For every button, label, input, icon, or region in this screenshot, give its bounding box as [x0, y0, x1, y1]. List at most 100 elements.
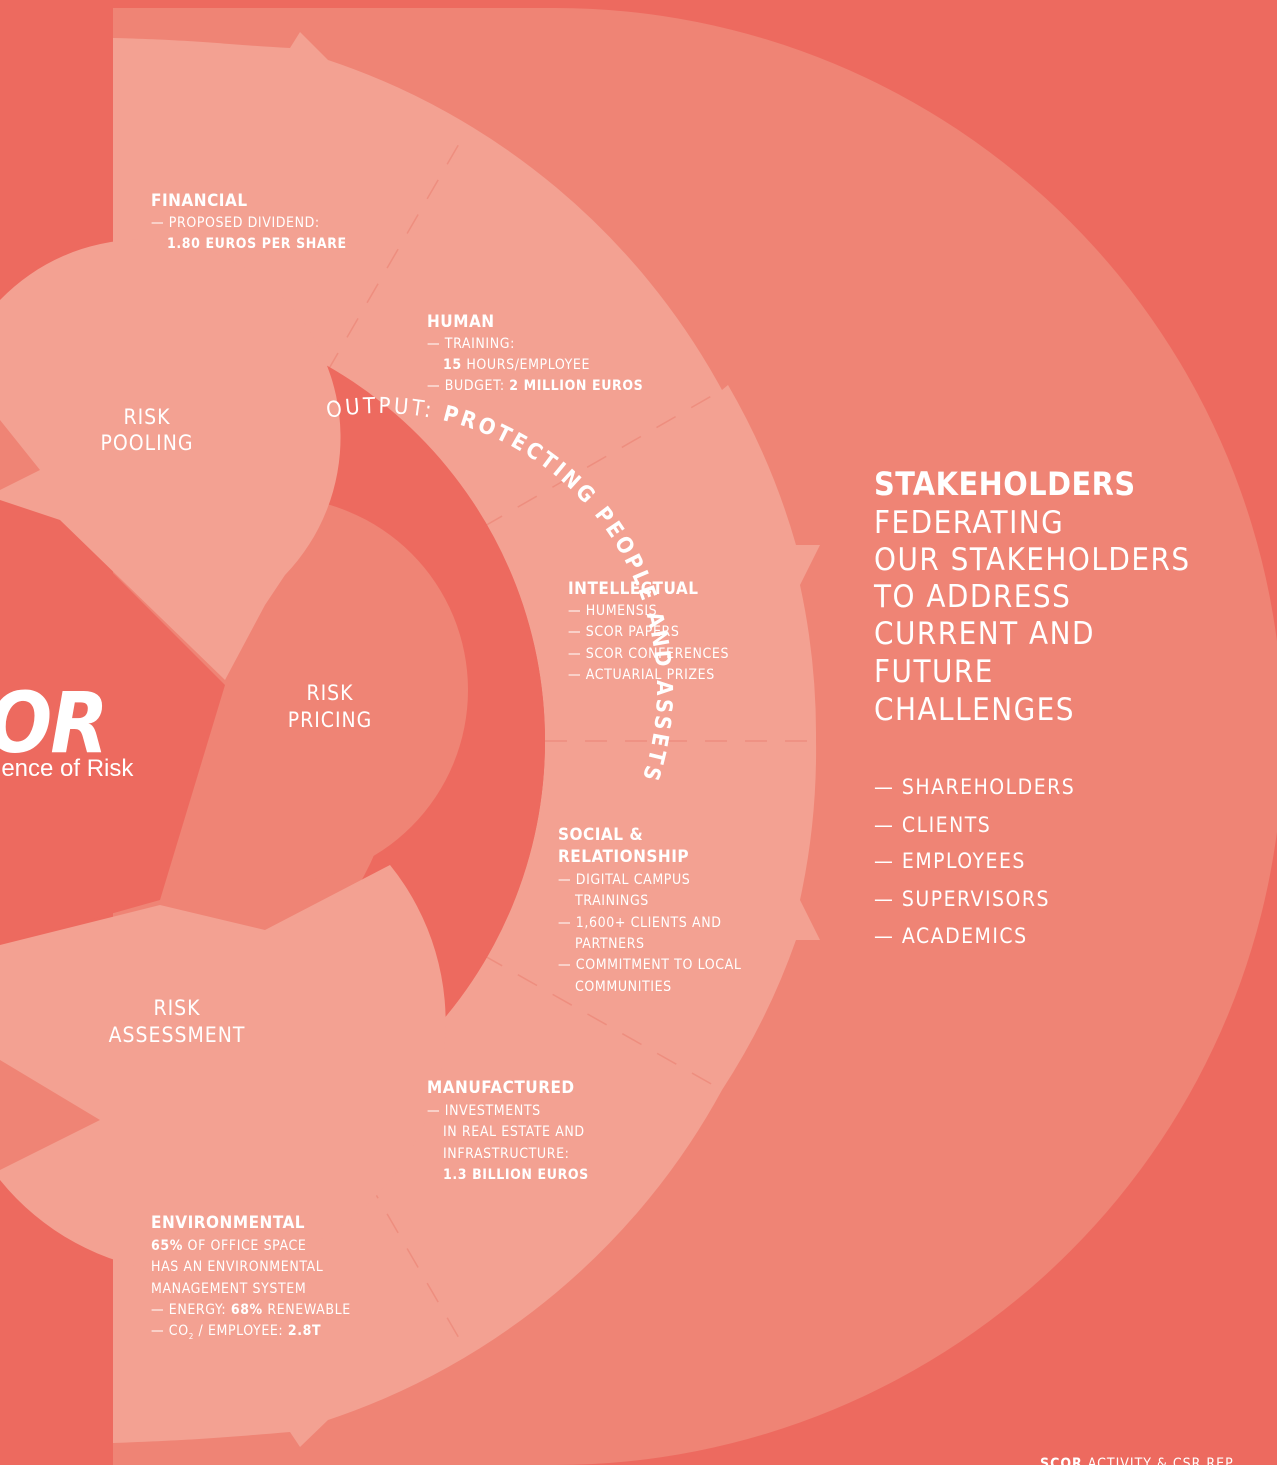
core-shape — [0, 500, 225, 945]
caption-text: — SCOR PAPERS — [568, 624, 679, 640]
capital-line: INFRASTRUCTURE: — [443, 1146, 570, 1162]
output-ring-arc — [113, 309, 545, 1173]
risk-assessment-label: RISK ASSESSMENT — [109, 996, 246, 1047]
caption-text: 2.8T — [288, 1323, 321, 1339]
capital-line: — PROPOSED DIVIDEND: — [151, 215, 320, 231]
caption-text: 1.3 BILLION EUROS — [443, 1167, 589, 1183]
capital-title: HUMAN — [427, 312, 495, 332]
risk-pricing-label: RISK PRICING — [288, 681, 373, 732]
caption-text: OF OFFICE SPACE — [183, 1238, 306, 1254]
page-footer: SCOR ACTIVITY & CSR REP — [1040, 1456, 1234, 1465]
left-fragment-bottom — [0, 1060, 100, 1170]
stakeholder-item: — SHAREHOLDERS — [874, 775, 1075, 799]
capital-line: IN REAL ESTATE AND — [443, 1124, 585, 1140]
caption-text: 65% — [151, 1238, 183, 1254]
caption-text: COMMUNITIES — [575, 979, 672, 995]
caption-text: 1.80 EUROS PER SHARE — [167, 236, 347, 252]
caption-text: 2 — [189, 1332, 194, 1341]
logo-mark: OR — [0, 674, 106, 772]
stakeholders-block: STAKEHOLDERS FEDERATING OUR STAKEHOLDERS… — [873, 465, 1191, 948]
caption-text: — HUMENSIS — [568, 603, 657, 619]
caption-text: — INVESTMENTS — [427, 1103, 541, 1119]
capital-line: — ENERGY: 68% RENEWABLE — [151, 1302, 351, 1318]
caption-text: — SCOR CONFERENCES — [568, 646, 729, 662]
capital-environmental: ENVIRONMENTAL 65% OF OFFICE SPACE HAS AN… — [151, 1213, 351, 1341]
stakeholders-subtitle-line: CURRENT AND — [874, 616, 1095, 652]
capital-line: — SCOR CONFERENCES — [568, 646, 729, 662]
risk-pricing-line-1: RISK — [306, 681, 353, 705]
capital-financial: FINANCIAL — PROPOSED DIVIDEND: 1.80 EURO… — [151, 191, 347, 252]
caption-text: — 1,600+ CLIENTS AND — [558, 915, 722, 931]
footer-brand: SCOR — [1040, 1456, 1083, 1465]
capital-title-1: SOCIAL & — [558, 825, 643, 845]
caption-text: HOURS/EMPLOYEE — [462, 357, 590, 373]
risk-pooling-line-1: RISK — [123, 405, 170, 429]
risk-pooling-label: RISK POOLING — [101, 405, 194, 455]
capital-line: — BUDGET: 2 MILLION EUROS — [427, 378, 643, 394]
caption-text: — PROPOSED DIVIDEND: — [151, 215, 320, 231]
stakeholders-subtitle-line: CHALLENGES — [874, 692, 1075, 728]
capital-line: — INVESTMENTS — [427, 1103, 541, 1119]
capital-intellectual: INTELLECTUAL — HUMENSIS — SCOR PAPERS — … — [568, 579, 729, 683]
left-fragment-top — [0, 420, 40, 490]
capital-line: — ACTUARIAL PRIZES — [568, 667, 715, 683]
risk-pricing-line-2: PRICING — [288, 708, 373, 732]
capital-line: COMMUNITIES — [575, 979, 672, 995]
caption-text: TRAININGS — [574, 893, 649, 909]
stakeholders-title: STAKEHOLDERS — [874, 465, 1136, 503]
caption-text: 2 MILLION EUROS — [509, 378, 643, 394]
caption-text: — BUDGET: — [427, 378, 509, 394]
risk-assessment-circle — [0, 865, 446, 1274]
stakeholder-item: — EMPLOYEES — [874, 849, 1026, 873]
risk-pooling-circle — [0, 239, 341, 680]
capital-line: TRAININGS — [574, 893, 649, 909]
stakeholders-subtitle-line: FEDERATING — [874, 505, 1064, 541]
logo-tagline: ience of Risk — [0, 755, 134, 782]
risk-assessment-line-1: RISK — [153, 996, 200, 1020]
caption-text: PARTNERS — [575, 936, 645, 952]
capital-manufactured: MANUFACTURED — INVESTMENTS IN REAL ESTAT… — [427, 1078, 589, 1183]
capital-line: MANAGEMENT SYSTEM — [151, 1281, 306, 1297]
caption-text: RENEWABLE — [263, 1302, 351, 1318]
stakeholder-item: — CLIENTS — [874, 813, 991, 837]
caption-text: IN REAL ESTATE AND — [443, 1124, 585, 1140]
stakeholders-subtitle-line: OUR STAKEHOLDERS — [874, 542, 1191, 578]
risk-assessment-line-2: ASSESSMENT — [109, 1023, 246, 1047]
caption-text: — ACTUARIAL PRIZES — [568, 667, 715, 683]
stakeholders-subtitle-line: FUTURE — [874, 654, 994, 690]
caption-text: — ENERGY: — [151, 1302, 231, 1318]
capital-line: — DIGITAL CAMPUS — [558, 872, 690, 888]
capital-title: ENVIRONMENTAL — [151, 1213, 305, 1233]
caption-text: HAS AN ENVIRONMENTAL — [151, 1259, 323, 1275]
caption-text: 68% — [231, 1302, 263, 1318]
capital-line: HAS AN ENVIRONMENTAL — [151, 1259, 323, 1275]
stakeholders-subtitle-line: TO ADDRESS — [873, 579, 1071, 615]
capital-social-relationship: SOCIAL & RELATIONSHIP — DIGITAL CAMPUS T… — [558, 825, 741, 995]
caption-text: MANAGEMENT SYSTEM — [151, 1281, 306, 1297]
caption-text: — CO — [151, 1323, 189, 1339]
stakeholder-item: — ACADEMICS — [874, 924, 1028, 948]
capital-title: MANUFACTURED — [427, 1078, 575, 1098]
caption-text: / EMPLOYEE: — [194, 1323, 288, 1339]
caption-text: 15 — [443, 357, 462, 373]
capital-line: 65% OF OFFICE SPACE — [151, 1238, 306, 1254]
capital-line: PARTNERS — [575, 936, 645, 952]
capital-line: 15 HOURS/EMPLOYEE — [443, 357, 590, 373]
caption-text: — TRAINING: — [427, 336, 515, 352]
capital-human: HUMAN — TRAINING: 15 HOURS/EMPLOYEE — BU… — [427, 312, 643, 394]
capital-line: 1.3 BILLION EUROS — [443, 1167, 589, 1183]
capital-line: — 1,600+ CLIENTS AND — [558, 915, 722, 931]
capital-title-2: RELATIONSHIP — [558, 847, 689, 867]
stakeholder-item: — SUPERVISORS — [874, 887, 1050, 911]
caption-text: — COMMITMENT TO LOCAL — [558, 957, 741, 973]
caption-text: INFRASTRUCTURE: — [443, 1146, 570, 1162]
capital-line: — TRAINING: — [427, 336, 515, 352]
capital-title: FINANCIAL — [151, 191, 248, 211]
risk-pooling-line-2: POOLING — [101, 431, 194, 455]
capital-title: INTELLECTUAL — [568, 579, 698, 599]
capital-line: — HUMENSIS — [568, 603, 657, 619]
capital-line: 1.80 EUROS PER SHARE — [167, 236, 347, 252]
footer-text: ACTIVITY & CSR REP — [1083, 1456, 1234, 1465]
caption-text: — DIGITAL CAMPUS — [558, 872, 690, 888]
